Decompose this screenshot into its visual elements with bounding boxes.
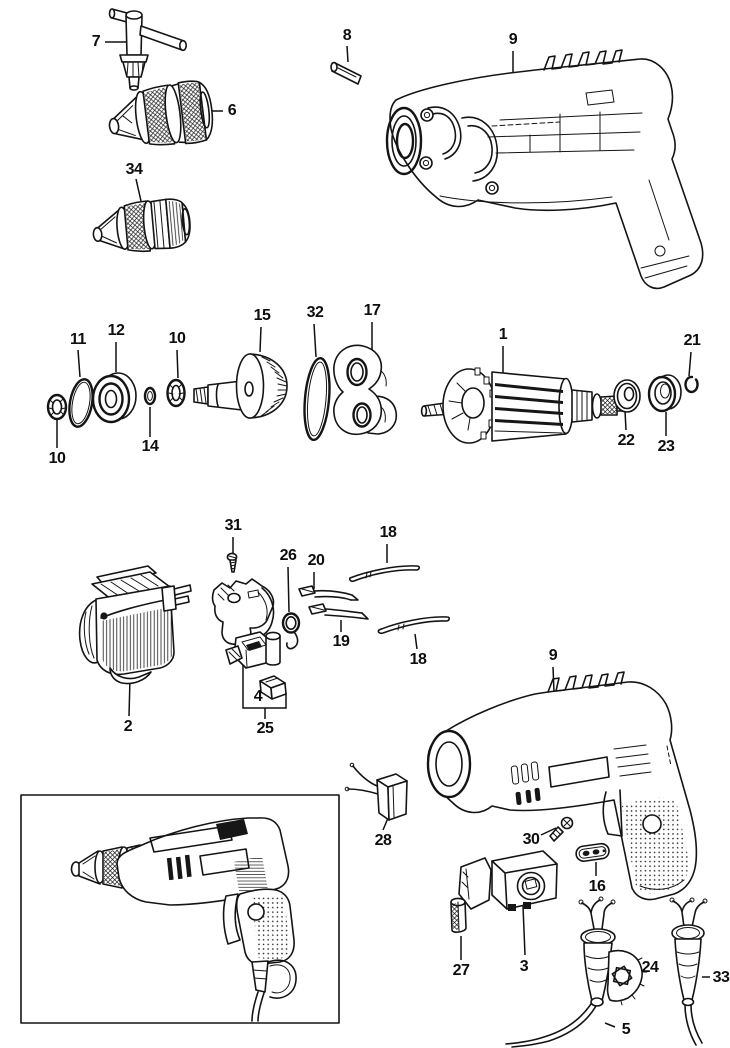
part-switch	[458, 850, 558, 911]
part-brush-cap	[281, 612, 301, 650]
callout-9-top: 9	[508, 31, 518, 48]
callout-3: 3	[519, 958, 529, 975]
part-contact-spring-20	[298, 585, 359, 601]
callout-18-bottom: 18	[409, 651, 427, 668]
part-retaining-ring-left	[46, 393, 68, 421]
callout-33: 33	[712, 969, 730, 986]
callout-12: 12	[107, 322, 125, 339]
part-pin	[330, 61, 362, 85]
callout-11: 11	[70, 331, 86, 348]
part-brush-holder-assembly	[211, 578, 281, 669]
part-brush-spring-18-top	[348, 565, 421, 583]
part-carbon-brush	[259, 675, 287, 700]
part-bearing-23	[647, 374, 682, 413]
callout-4: 4	[253, 688, 263, 705]
callout-27: 27	[452, 962, 470, 979]
callout-9-bottom: 9	[548, 647, 558, 664]
part-retaining-ring-top	[166, 378, 186, 408]
callout-24: 24	[641, 959, 659, 976]
callout-25: 25	[256, 720, 274, 737]
callout-19: 19	[332, 633, 350, 650]
part-screw-31	[226, 552, 238, 573]
callout-21: 21	[683, 332, 701, 349]
part-spacer	[450, 897, 467, 933]
part-screw-30	[549, 816, 574, 842]
callout-26: 26	[279, 547, 297, 564]
callout-28: 28	[374, 832, 392, 849]
part-contact-spring-19	[308, 603, 369, 620]
callout-14: 14	[141, 438, 159, 455]
part-housing-outer-half	[426, 671, 698, 901]
callout-16: 16	[588, 878, 606, 895]
callout-15: 15	[253, 307, 271, 324]
callout-32: 32	[306, 304, 324, 321]
callout-22: 22	[617, 432, 635, 449]
part-ball-bearing-12	[91, 372, 137, 424]
part-brush-spring-18-bottom	[377, 616, 451, 635]
part-chuck-34	[92, 198, 191, 253]
callout-17: 17	[363, 302, 381, 319]
part-bearing-22	[613, 379, 641, 413]
part-o-ring-belt-32	[303, 356, 331, 442]
callout-10-left: 10	[48, 450, 66, 467]
part-housing-inner-half	[385, 49, 704, 290]
part-capacitor	[344, 762, 408, 821]
part-gear-spindle	[193, 353, 288, 419]
callout-2: 2	[123, 718, 133, 735]
part-field-stator	[78, 565, 192, 685]
callout-1: 1	[498, 326, 508, 343]
part-cord-protector-33	[669, 897, 708, 1046]
part-o-ring-14	[143, 386, 157, 406]
callout-8: 8	[342, 27, 352, 44]
part-clip-21	[684, 375, 699, 394]
callout-7: 7	[91, 33, 101, 50]
part-button-plate	[575, 842, 610, 862]
part-chuck-key	[108, 8, 188, 91]
callout-23: 23	[657, 438, 675, 455]
part-armature	[420, 367, 627, 444]
callout-5: 5	[621, 1021, 631, 1038]
assembled-drill-figure	[20, 794, 340, 1024]
part-power-cord-5	[505, 1003, 597, 1048]
part-cord-protector-24	[578, 896, 648, 1007]
part-keyed-chuck	[108, 80, 214, 146]
callout-30: 30	[522, 831, 540, 848]
callout-18-top: 18	[379, 524, 397, 541]
callout-20: 20	[307, 552, 325, 569]
callout-31: 31	[224, 517, 242, 534]
part-bearing-retainer-plate	[333, 344, 398, 436]
callout-6: 6	[227, 102, 237, 119]
part-washer-11	[68, 378, 94, 428]
callout-10-top: 10	[168, 330, 186, 347]
callout-34: 34	[125, 161, 143, 178]
